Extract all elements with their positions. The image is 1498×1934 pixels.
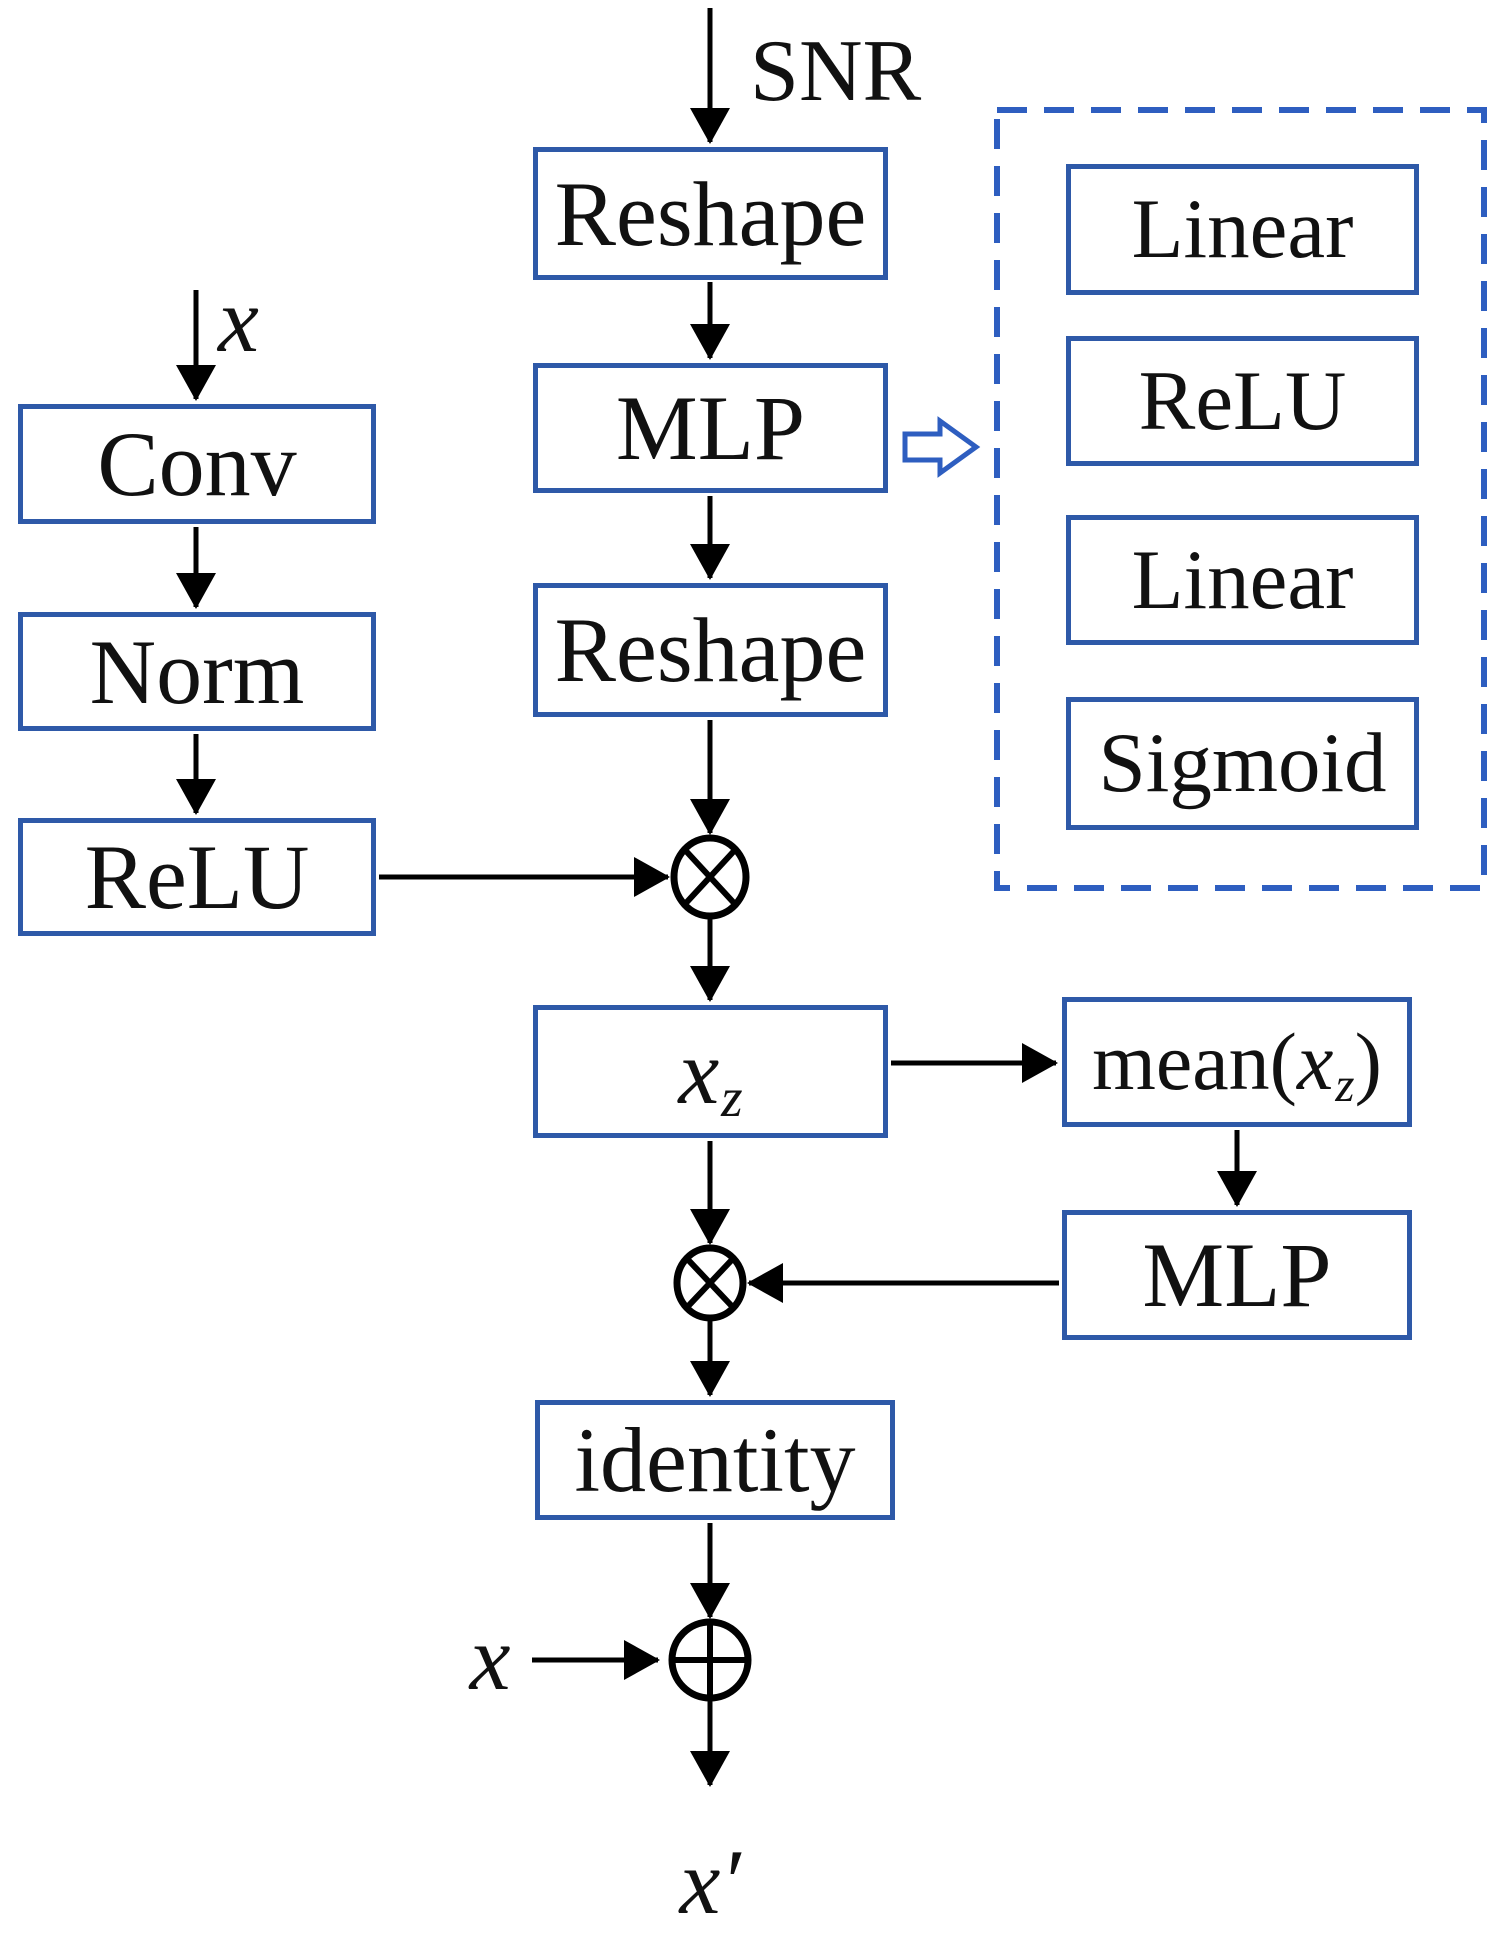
add-icon [668, 1618, 752, 1702]
node-expansion-linear-2: Linear [1066, 515, 1419, 645]
node-relu: ReLU [18, 818, 376, 936]
node-xz: xz [533, 1005, 888, 1138]
node-identity: identity [535, 1400, 895, 1520]
xz-label: xz [678, 1020, 743, 1129]
mean-xz-label: mean(xz) [1092, 1016, 1382, 1113]
node-norm: Norm [18, 612, 376, 731]
node-reshape-top: Reshape [533, 147, 888, 280]
node-expansion-sigmoid: Sigmoid [1066, 697, 1419, 830]
snr-input-label: SNR [750, 23, 922, 120]
node-expansion-relu: ReLU [1066, 336, 1419, 466]
mlp-expansion-dashed-box [994, 107, 1487, 891]
node-mlp-side: MLP [1062, 1210, 1412, 1340]
x-residual-label: x [469, 1607, 511, 1709]
node-mlp-main: MLP [533, 363, 888, 493]
x-prime-output-label: x′ [679, 1831, 741, 1933]
x-input-label: x [218, 269, 259, 371]
node-reshape-bottom: Reshape [533, 583, 888, 717]
multiply-icon [673, 1244, 747, 1322]
node-conv: Conv [18, 404, 376, 524]
multiply-icon [670, 834, 750, 920]
node-mean-xz: mean(xz) [1062, 997, 1412, 1127]
mlp-expansion-arrow-icon [902, 416, 981, 478]
node-expansion-linear-1: Linear [1066, 164, 1419, 295]
